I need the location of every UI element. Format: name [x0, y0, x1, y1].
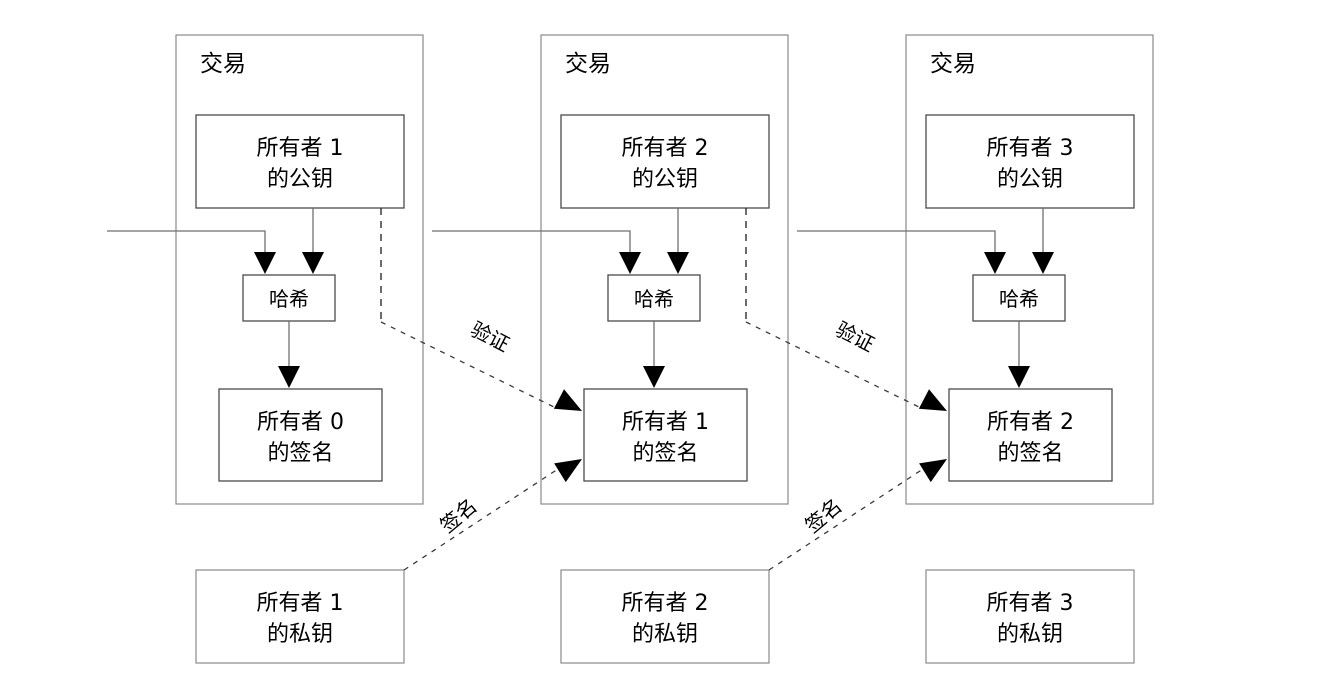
verify-arrowhead — [553, 389, 582, 411]
hash-label: 哈希 — [634, 287, 674, 311]
public-key-label-line2: 的公钥 — [632, 167, 698, 192]
public-key-to-hash-arrowhead — [302, 252, 324, 274]
hash-label: 哈希 — [269, 287, 309, 311]
public-key-label-line1: 所有者 1 — [257, 136, 344, 161]
public-key-box[interactable] — [195, 114, 405, 209]
verify-edge-label: 验证 — [467, 317, 514, 357]
private-key-label-line1: 所有者 2 — [622, 591, 709, 616]
transaction-links-1 — [107, 208, 582, 571]
hash-box[interactable] — [972, 274, 1066, 322]
transaction-panel-border — [905, 34, 1154, 505]
sign-edge-label: 签名 — [800, 494, 846, 538]
previous-hash-arrowhead — [619, 252, 641, 274]
verify-arrowhead — [918, 389, 947, 411]
previous-hash-arrowhead — [254, 252, 276, 274]
public-key-box[interactable] — [560, 114, 770, 209]
sign-dashed-diagonal — [768, 468, 924, 571]
previous-hash-arrowhead — [984, 252, 1006, 274]
verify-edge-label: 验证 — [832, 317, 879, 357]
transaction-links-2 — [432, 208, 947, 571]
signature-label-line2: 的签名 — [997, 441, 1063, 466]
links-layer — [107, 208, 1054, 571]
transaction-panel-title: 交易 — [565, 51, 611, 77]
signature-label-line2: 的签名 — [267, 441, 333, 466]
previous-hash-connector — [432, 230, 631, 252]
signature-box[interactable] — [218, 388, 383, 482]
private-key-box[interactable] — [560, 569, 770, 664]
sign-edge-label: 签名 — [435, 494, 481, 538]
transaction-panel-title: 交易 — [930, 51, 976, 77]
private-key-box[interactable] — [925, 569, 1135, 664]
signature-box[interactable] — [948, 388, 1113, 482]
signature-box[interactable] — [583, 388, 748, 482]
hash-label: 哈希 — [999, 287, 1039, 311]
private-key-box[interactable] — [195, 569, 405, 664]
previous-hash-connector — [107, 230, 266, 252]
transaction-panel-border — [540, 34, 789, 505]
hash-to-signature-arrowhead — [278, 366, 300, 388]
transaction-panel-title: 交易 — [200, 51, 246, 77]
public-key-label-line1: 所有者 2 — [622, 136, 709, 161]
private-key-label-line2: 的私钥 — [267, 622, 333, 647]
public-key-label-line2: 的公钥 — [267, 167, 333, 192]
transaction-links-3 — [797, 208, 1054, 388]
hash-to-signature-arrowhead — [643, 366, 665, 388]
transaction-panel-border — [175, 34, 424, 505]
previous-hash-connector — [797, 230, 996, 252]
public-key-box[interactable] — [925, 114, 1135, 209]
sign-dashed-diagonal — [403, 468, 559, 571]
sign-arrowhead — [554, 459, 582, 483]
private-key-label-line2: 的私钥 — [632, 622, 698, 647]
private-key-label-line1: 所有者 3 — [987, 591, 1074, 616]
public-key-label-line1: 所有者 3 — [987, 136, 1074, 161]
private-key-label-line2: 的私钥 — [997, 622, 1063, 647]
hash-to-signature-arrowhead — [1008, 366, 1030, 388]
public-key-label-line2: 的公钥 — [997, 167, 1063, 192]
signature-label-line1: 所有者 0 — [257, 410, 344, 435]
public-key-to-hash-arrowhead — [667, 252, 689, 274]
signature-label-line2: 的签名 — [632, 441, 698, 466]
public-key-to-hash-arrowhead — [1032, 252, 1054, 274]
signature-label-line1: 所有者 2 — [987, 410, 1074, 435]
signature-label-line1: 所有者 1 — [622, 410, 709, 435]
sign-arrowhead — [919, 459, 947, 483]
private-key-label-line1: 所有者 1 — [257, 591, 344, 616]
